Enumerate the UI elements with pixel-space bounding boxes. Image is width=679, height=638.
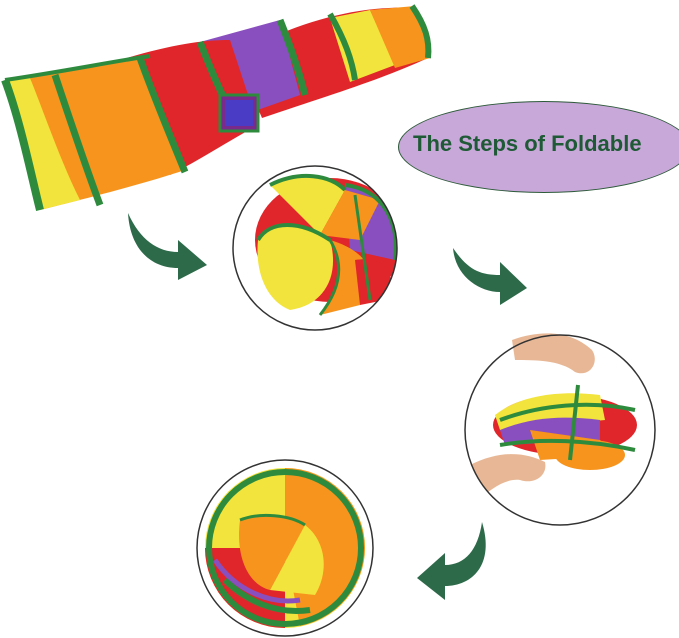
title-banner bbox=[398, 101, 679, 193]
banner-title: The Steps of Foldable bbox=[413, 131, 642, 156]
arrow-right-down-icon bbox=[453, 248, 527, 305]
arrow-right-down-icon bbox=[128, 213, 207, 280]
arrow-left-down-icon bbox=[417, 522, 486, 600]
